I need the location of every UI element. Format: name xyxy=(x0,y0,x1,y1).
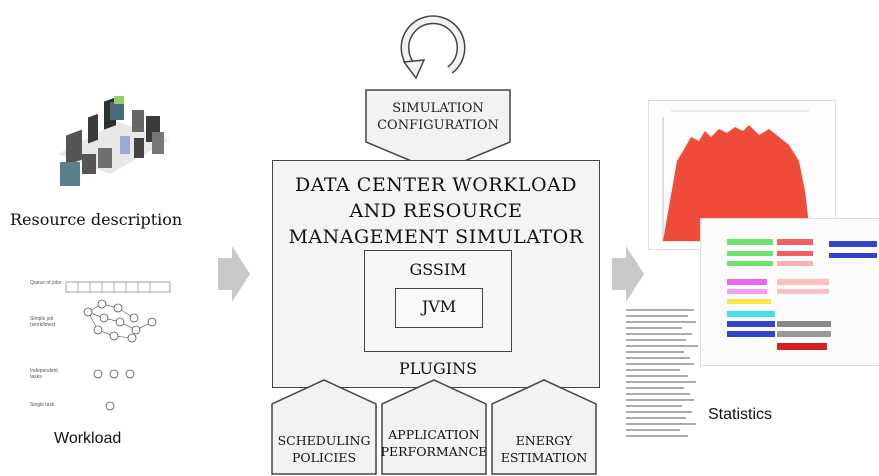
input-arrow-icon xyxy=(218,246,250,302)
workload-graph-image xyxy=(65,281,171,411)
jvm-label: JVM xyxy=(421,297,457,316)
plugin-scheduling-line-1: SCHEDULING xyxy=(277,433,371,448)
statistics-area-chart xyxy=(648,100,836,250)
plugin-shape-energy xyxy=(491,379,597,475)
workload-label: Workload xyxy=(54,430,122,447)
data-center-3d-image xyxy=(58,96,170,186)
plugin-shapes xyxy=(271,379,597,475)
plugin-application-line-1: APPLICATION xyxy=(388,427,480,442)
output-arrow-icon xyxy=(612,246,644,302)
statistics-label: Statistics xyxy=(708,406,773,423)
workload-sidebar-single: Single task xyxy=(30,402,55,408)
workload-sidebar-queue: Queue of jobs xyxy=(30,280,62,286)
plugin-application-label: APPLICATION PERFORMANCE xyxy=(380,426,488,460)
simulation-configuration-label: SIMULATION CONFIGURATION xyxy=(364,100,512,134)
workload-sidebar-independent: Independent tasks xyxy=(30,368,58,380)
simulator-title-line-3: MANAGEMENT SIMULATOR xyxy=(288,226,584,248)
jvm-box xyxy=(395,288,483,328)
simulator-title: DATA CENTER WORKLOAD AND RESOURCE MANAGE… xyxy=(272,172,600,250)
workload-sidebar-simple-job: Simple job (workflows) xyxy=(30,316,56,328)
plugin-energy-line-1: ENERGY xyxy=(515,433,573,448)
plugin-application-line-2: PERFORMANCE xyxy=(380,444,488,459)
statistics-bar-chart xyxy=(700,218,879,366)
plugin-scheduling-line-2: POLICIES xyxy=(291,450,357,465)
plugin-scheduling-label: SCHEDULING POLICIES xyxy=(272,432,376,466)
resource-description-label: Resource description xyxy=(10,210,183,229)
config-line-2: CONFIGURATION xyxy=(377,118,499,133)
refresh-cycle-icon xyxy=(400,15,466,80)
plugin-shape-application xyxy=(381,379,487,475)
plugin-shape-scheduling xyxy=(271,379,377,475)
simulator-title-line-1: DATA CENTER WORKLOAD xyxy=(295,174,577,196)
gssim-label: GSSIM xyxy=(409,260,467,279)
simulation-configuration-shape xyxy=(365,89,511,173)
plugin-energy-line-2: ESTIMATION xyxy=(500,450,588,465)
statistics-log-text xyxy=(626,309,698,437)
plugins-label: PLUGINS xyxy=(398,359,478,378)
config-line-1: SIMULATION xyxy=(392,101,484,116)
plugin-energy-label: ENERGY ESTIMATION xyxy=(490,432,598,466)
simulator-title-line-2: AND RESOURCE xyxy=(349,200,523,222)
